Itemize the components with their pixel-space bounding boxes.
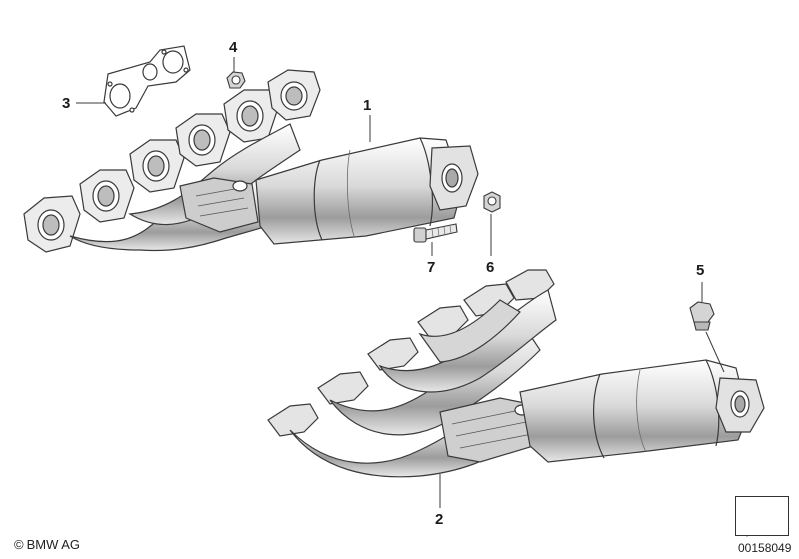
leader-5 bbox=[701, 282, 725, 373]
callout-7: 7 bbox=[427, 259, 436, 276]
callout-5: 5 bbox=[696, 262, 705, 279]
callout-1: 1 bbox=[363, 97, 372, 114]
gasket-part-3 bbox=[103, 45, 191, 117]
copyright: ©BMW AG bbox=[14, 537, 80, 552]
callout-2: 2 bbox=[435, 511, 444, 528]
copyright-symbol: © bbox=[14, 537, 24, 552]
manifold-part-1 bbox=[23, 69, 479, 253]
document-number: 00158049 bbox=[738, 541, 792, 555]
bolt-part-7 bbox=[413, 223, 458, 243]
nut-part-4 bbox=[226, 71, 246, 89]
copyright-text: BMW AG bbox=[26, 537, 81, 552]
callout-4: 4 bbox=[229, 39, 238, 56]
nut-part-5 bbox=[689, 301, 715, 331]
manifold-part-2 bbox=[267, 269, 765, 478]
logo-box bbox=[735, 496, 789, 536]
callout-6: 6 bbox=[486, 259, 495, 276]
nut-part-6 bbox=[483, 191, 501, 213]
callout-3: 3 bbox=[62, 95, 71, 112]
